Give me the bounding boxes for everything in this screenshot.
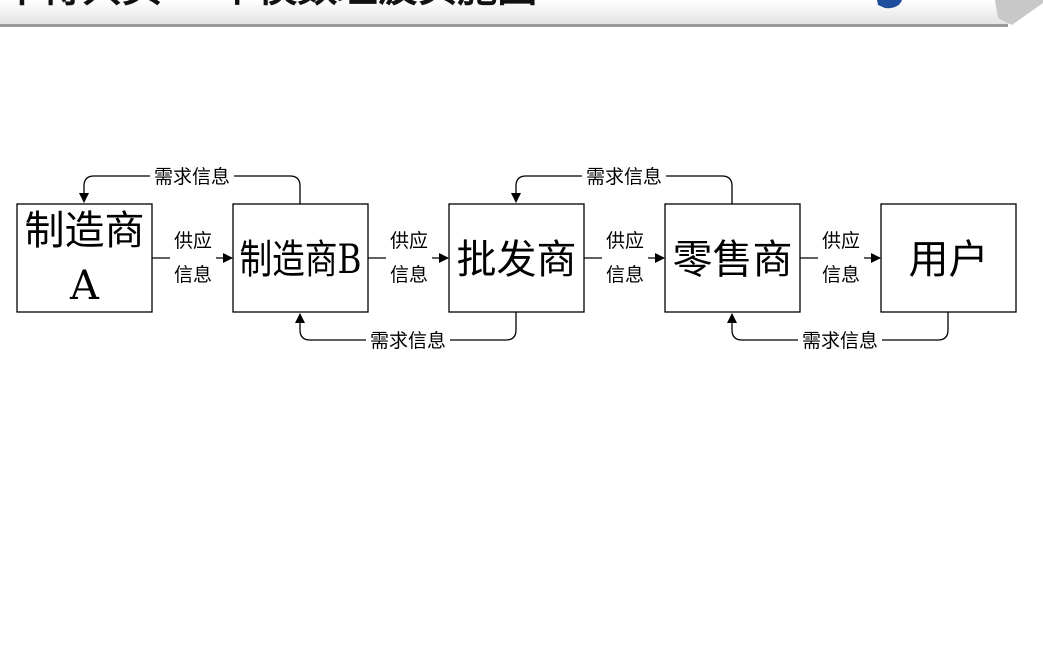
supply-chain-diagram: 制造商 A 制造商B 批发商 零售商 用户 供应 信息 供应 信息 供应 信息 … [16, 162, 1017, 354]
demand-label-top-2: 需求信息 [586, 166, 662, 188]
demand-label-top-1: 需求信息 [154, 166, 230, 188]
header-curl [995, 0, 1043, 25]
slide-header: 不得共买·一个模数理波实施图 [0, 0, 1043, 27]
supply-label-1-line-1: 供应 [174, 230, 212, 252]
supply-label-4-line-1: 供应 [822, 230, 860, 252]
logo-mark [877, 0, 902, 9]
demand-label-bottom-1: 需求信息 [370, 330, 446, 352]
supply-label-4-line-2: 信息 [822, 264, 860, 286]
node-user-label: 用户 [909, 237, 989, 283]
supply-label-3-line-1: 供应 [606, 230, 644, 252]
supply-label-2-line-1: 供应 [390, 230, 428, 252]
header-bar [0, 0, 1043, 24]
header-underline [0, 24, 1008, 27]
supply-label-2-line-2: 信息 [390, 264, 428, 286]
supply-label-1-line-2: 信息 [174, 264, 212, 286]
demand-label-bottom-2: 需求信息 [802, 330, 878, 352]
node-manufacturer-a-label-2: A [69, 263, 100, 309]
page-title: 不得共买·一个模数理波实施图 [2, 0, 537, 11]
node-wholesaler-label: 批发商 [457, 237, 577, 283]
supply-label-3-line-2: 信息 [606, 264, 644, 286]
node-retailer-label: 零售商 [673, 237, 793, 283]
node-manufacturer-a-label-1: 制造商 [25, 208, 145, 254]
node-manufacturer-b-label: 制造商B [240, 237, 362, 283]
